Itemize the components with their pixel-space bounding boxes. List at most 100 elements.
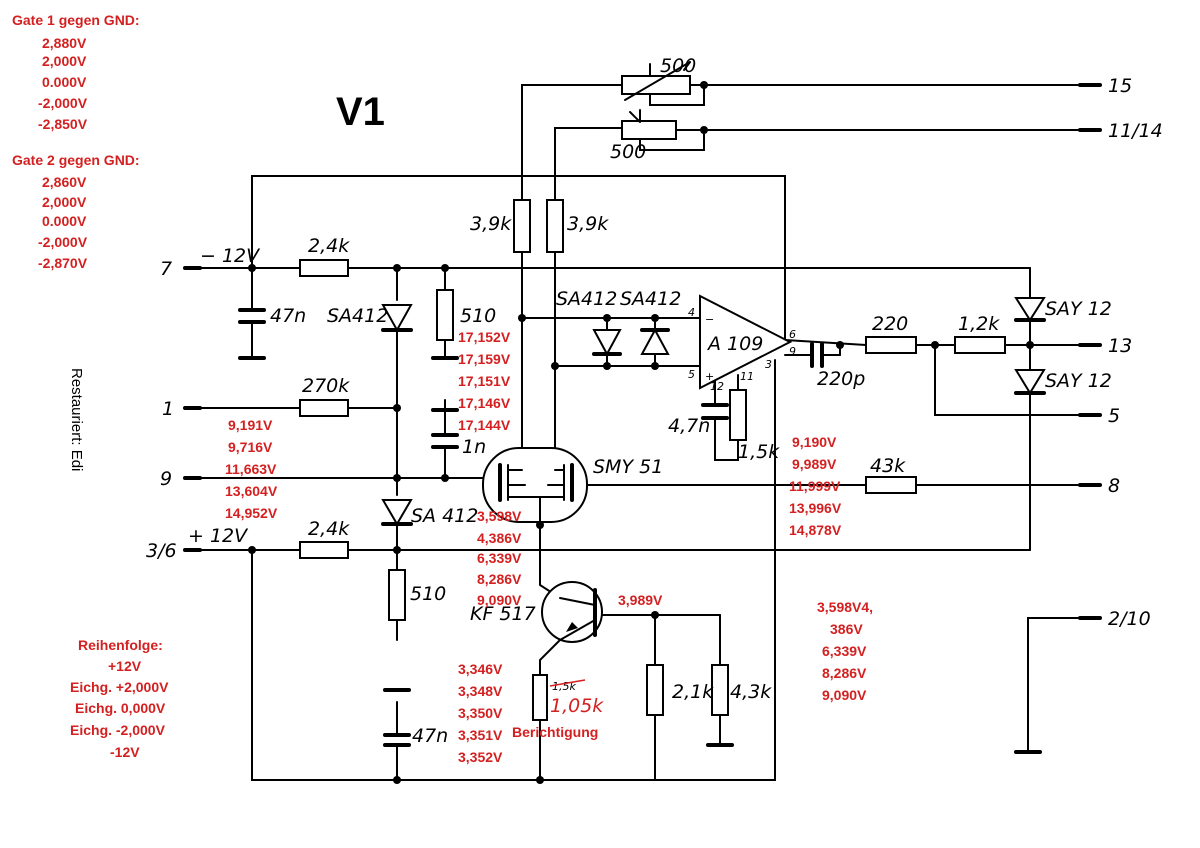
gate2-value: 2,000V <box>42 194 87 210</box>
drain-value: 17,146V <box>458 395 511 411</box>
source-value: 6,339V <box>477 550 522 566</box>
label-r-3-9k-a: 3,9k <box>470 213 512 235</box>
diode-sa412-b <box>640 327 670 355</box>
label-c-1n: 1n <box>462 436 486 458</box>
gate1-header: Gate 1 gegen GND: <box>12 12 140 28</box>
pin9-value: 9,716V <box>228 439 273 455</box>
emitter-value: 3,350V <box>458 705 503 721</box>
gate1-block: Gate 1 gegen GND: 2,880V 2,000V 0.000V -… <box>12 12 140 132</box>
gate2-block: Gate 2 gegen GND: 2,860V 2,000V 0.000V -… <box>12 152 140 271</box>
source-value: 9,090V <box>477 592 522 608</box>
resistor-3-9k-b <box>546 199 564 253</box>
emitter-value: 3,348V <box>458 683 503 699</box>
opamp-pin-3: 3 <box>765 358 772 371</box>
resistor-270k <box>299 399 349 417</box>
transistor-kf517 <box>541 581 603 643</box>
pin-13: 13 <box>1108 335 1132 357</box>
label-rail-pos: + 12V <box>188 525 249 547</box>
pin-9: 9 <box>160 468 172 490</box>
drain-value: 17,151V <box>458 373 511 389</box>
resistor-2-4k-bottom <box>299 541 349 559</box>
gate2-header: Gate 2 gegen GND: <box>12 152 140 168</box>
pot-500-top <box>621 61 691 101</box>
sequence-item: Eichg. -2,000V <box>70 722 166 738</box>
pin-2-10: 2/10 <box>1108 608 1151 630</box>
label-r-1-5k-op: 1,5k <box>738 441 780 463</box>
diode-sa412-a <box>592 329 622 357</box>
label-r-510-top: 510 <box>460 305 496 327</box>
right-value: 386V <box>830 621 863 637</box>
source-value: 3,598V <box>477 508 522 524</box>
sequence-item: Eichg. +2,000V <box>70 679 169 695</box>
pin8-value: 14,878V <box>789 522 842 538</box>
diode-say12-bottom <box>1014 369 1046 395</box>
pin-11-14: 11/14 <box>1108 120 1163 142</box>
label-d-say12-bottom: SAY 12 <box>1045 370 1112 392</box>
sequence-item: +12V <box>108 658 142 674</box>
junctions <box>248 81 1034 784</box>
label-c-47n-top: 47n <box>270 305 306 327</box>
capacitor-4-7n <box>701 403 729 420</box>
resistor-1-2k <box>954 336 1006 354</box>
source-value: 4,386V <box>477 530 522 546</box>
sequence-item: Eichg. 0,000V <box>75 700 166 716</box>
pin-15: 15 <box>1108 75 1132 97</box>
capacitor-1n <box>431 408 459 449</box>
capacitor-220p <box>810 342 824 368</box>
label-pot-top: 500 <box>660 55 696 77</box>
pin8-value: 11,999V <box>789 478 841 494</box>
label-rail-neg: − 12V <box>200 245 261 267</box>
gate1-value: 2,000V <box>42 53 87 69</box>
label-transistor: KF 517 <box>470 603 536 625</box>
diode-say12-top <box>1014 297 1046 322</box>
label-c-4-7n: 4,7n <box>668 415 710 437</box>
sequence-block: Reihenfolge: +12V Eichg. +2,000V Eichg. … <box>70 637 169 760</box>
diode-sa412-top <box>381 304 413 333</box>
emitter-value: 3,351V <box>458 727 503 743</box>
source-value: 8,286V <box>477 571 522 587</box>
gate2-value: 2,860V <box>42 174 87 190</box>
label-pot-bottom: 500 <box>610 141 646 163</box>
pin-1: 1 <box>162 398 174 420</box>
label-r-220: 220 <box>872 313 908 335</box>
collector-value: 3,989V <box>618 592 663 608</box>
sequence-item: -12V <box>110 744 140 760</box>
pot-500-bottom <box>621 111 677 140</box>
pin9-measurements: 9,191V 9,716V 11,663V 13,604V 14,952V <box>225 417 278 521</box>
label-r-2-4k-top: 2,4k <box>308 235 350 257</box>
capacitor-47n-top <box>238 308 266 324</box>
gate1-value: -2,850V <box>38 116 88 132</box>
opamp-pin-12: 12 <box>710 380 724 393</box>
label-r-43k: 43k <box>870 455 906 477</box>
correction-note: Berichtigung <box>512 724 598 740</box>
correction-new: 1,05k <box>550 695 604 717</box>
capacitor-47n-bottom <box>383 688 411 747</box>
pin9-value: 14,952V <box>225 505 278 521</box>
gate1-value: 0.000V <box>42 74 87 90</box>
label-r-1-2k: 1,2k <box>958 313 1000 335</box>
pin8-value: 9,190V <box>792 434 837 450</box>
sequence-header: Reihenfolge: <box>78 637 163 653</box>
pin-8: 8 <box>1108 475 1120 497</box>
label-fet: SMY 51 <box>593 456 663 478</box>
opamp-pin-5: 5 <box>688 368 695 381</box>
drain-measurements: 17,152V 17,159V 17,151V 17,146V 17,144V <box>458 329 511 433</box>
label-opamp: A 109 <box>706 333 763 355</box>
label-r-510-bottom: 510 <box>410 583 446 605</box>
opamp-pin-4: 4 <box>688 306 695 319</box>
opamp-a109: − + <box>699 294 793 390</box>
label-r-4-3k: 4,3k <box>730 681 772 703</box>
right-value: 3,598V4, <box>817 599 873 615</box>
label-r-2-4k-bottom: 2,4k <box>308 518 350 540</box>
emitter-value: 3,346V <box>458 661 503 677</box>
svg-text:+: + <box>705 370 714 383</box>
label-r-270k: 270k <box>302 375 350 397</box>
right-value: 9,090V <box>822 687 867 703</box>
resistor-510-top <box>436 289 454 341</box>
pin8-value: 9,989V <box>792 456 837 472</box>
emitter-measurements: 3,346V 3,348V 3,350V 3,351V 3,352V <box>458 661 503 765</box>
side-note: Restauriert: Edi <box>68 368 85 471</box>
resistor-1-05k <box>532 674 548 721</box>
